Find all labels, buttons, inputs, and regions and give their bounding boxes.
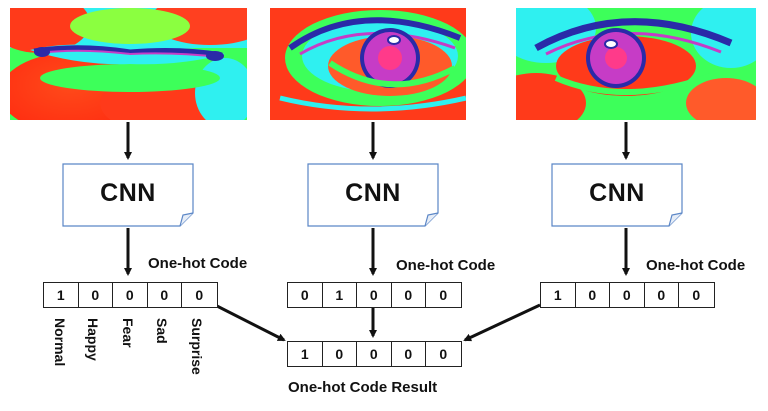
code-cell: 0 <box>610 283 645 307</box>
code-cell: 0 <box>148 283 182 307</box>
code-cell: 0 <box>357 342 392 366</box>
emotion-label-normal: Normal <box>52 318 68 367</box>
right-eye-thermal-image <box>516 8 756 120</box>
arrow-code1-to-result <box>214 303 286 342</box>
one-hot-code-left-eye: 0 1 0 0 0 <box>287 282 462 308</box>
code-cell: 1 <box>541 283 576 307</box>
code-cell: 0 <box>576 283 610 307</box>
one-hot-code-mouth: 1 0 0 0 0 <box>43 282 218 308</box>
one-hot-caption-mouth: One-hot Code <box>148 255 248 272</box>
code-cell: 0 <box>288 283 323 307</box>
cnn-box-mouth: CNN <box>62 163 194 227</box>
one-hot-code-result: 1 0 0 0 0 <box>287 341 462 367</box>
code-cell: 0 <box>357 283 392 307</box>
one-hot-code-right-eye: 1 0 0 0 0 <box>540 282 715 308</box>
code-cell: 1 <box>323 283 357 307</box>
mouth-thermal-image <box>10 8 247 120</box>
code-cell: 1 <box>288 342 323 366</box>
code-cell: 0 <box>439 346 448 362</box>
emotion-label-fear: Fear <box>120 318 136 348</box>
left-eye-thermal-image <box>270 8 466 120</box>
code-cell: 0 <box>323 342 357 366</box>
code-cell: 0 <box>79 283 113 307</box>
cnn-label: CNN <box>345 179 401 207</box>
emotion-label-surprise: Surprise <box>189 318 205 375</box>
code-cell: 0 <box>392 342 426 366</box>
one-hot-caption-left-eye: One-hot Code <box>396 257 496 274</box>
code-cell: 0 <box>113 283 148 307</box>
code-cell: 0 <box>645 283 679 307</box>
code-cell: 0 <box>692 287 701 303</box>
cnn-label: CNN <box>589 179 645 207</box>
emotion-label-sad: Sad <box>154 318 170 344</box>
code-cell: 0 <box>392 283 426 307</box>
one-hot-caption-right-eye: One-hot Code <box>646 257 746 274</box>
emotion-label-happy: Happy <box>85 318 101 361</box>
cnn-box-left-eye: CNN <box>307 163 439 227</box>
result-caption: One-hot Code Result <box>288 379 438 396</box>
cnn-label: CNN <box>100 179 156 207</box>
code-cell: 0 <box>195 287 204 303</box>
code-cell: 0 <box>439 287 448 303</box>
code-cell: 1 <box>44 283 79 307</box>
cnn-box-right-eye: CNN <box>551 163 683 227</box>
arrow-code3-to-result <box>463 303 541 342</box>
